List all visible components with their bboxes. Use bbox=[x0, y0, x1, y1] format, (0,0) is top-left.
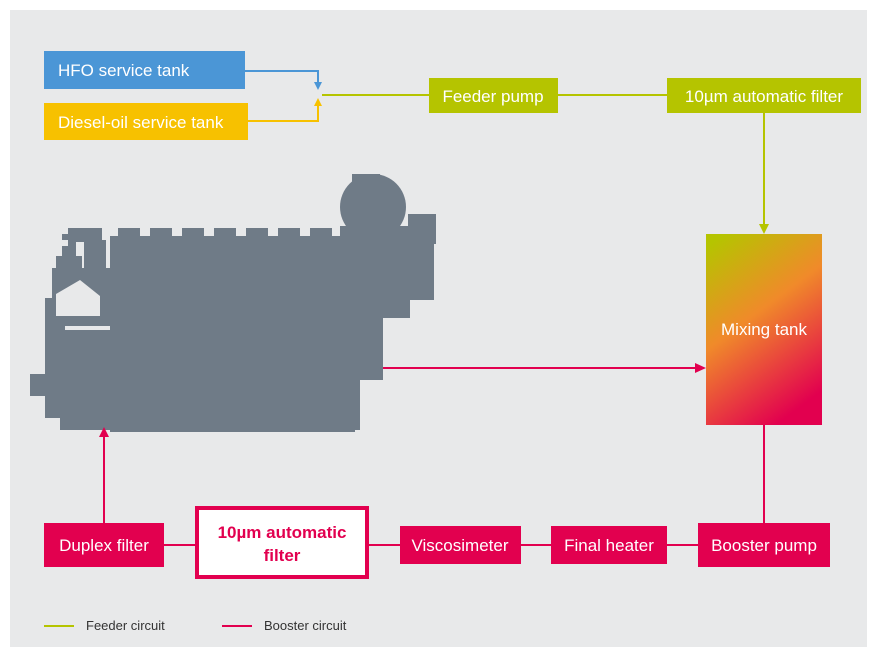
feeder-pump bbox=[429, 78, 558, 113]
final-heater-label: Final heater bbox=[564, 536, 654, 555]
booster-pump-label: Booster pump bbox=[711, 536, 817, 555]
diesel-oil-service-tank bbox=[44, 103, 248, 140]
engine-inlet-arrowhead bbox=[99, 427, 109, 437]
final-heater bbox=[551, 526, 667, 564]
engine-details bbox=[56, 240, 100, 316]
mixing-tank-label: Mixing tank bbox=[721, 320, 807, 339]
hfo-line bbox=[245, 70, 319, 84]
mixing-inlet-arrowhead bbox=[695, 363, 706, 373]
duplex-filter-label: Duplex filter bbox=[59, 536, 149, 555]
diesel-line bbox=[248, 104, 319, 122]
feeder-lines bbox=[322, 94, 765, 226]
legend-feeder-label: Feeder circuit bbox=[86, 618, 165, 633]
diesel-arrowhead bbox=[314, 98, 322, 106]
automatic-filter-bottom-label-line2: filter bbox=[264, 546, 301, 565]
hfo-service-tank-label: HFO service tank bbox=[58, 61, 190, 80]
booster-lines bbox=[103, 367, 765, 546]
diesel-engine-icon bbox=[30, 174, 436, 432]
legend: Feeder circuit Booster circuit bbox=[44, 618, 347, 633]
diesel-oil-service-tank-label: Diesel-oil service tank bbox=[58, 113, 224, 132]
viscosimeter bbox=[400, 526, 521, 564]
automatic-filter-top-label: 10µm automatic filter bbox=[685, 87, 843, 106]
viscosimeter-label: Viscosimeter bbox=[412, 536, 509, 555]
automatic-filter-bottom bbox=[195, 506, 369, 579]
duplex-filter bbox=[44, 523, 164, 567]
feeder-arrowhead bbox=[759, 224, 769, 234]
hfo-arrowhead bbox=[314, 82, 322, 90]
legend-booster-label: Booster circuit bbox=[264, 618, 347, 633]
booster-pump bbox=[698, 523, 830, 567]
hfo-service-tank bbox=[44, 51, 245, 89]
automatic-filter-bottom-label-line1: 10µm automatic bbox=[218, 523, 347, 542]
mixing-tank bbox=[706, 234, 822, 425]
feeder-pump-label: Feeder pump bbox=[442, 87, 543, 106]
automatic-filter-top bbox=[667, 78, 861, 113]
